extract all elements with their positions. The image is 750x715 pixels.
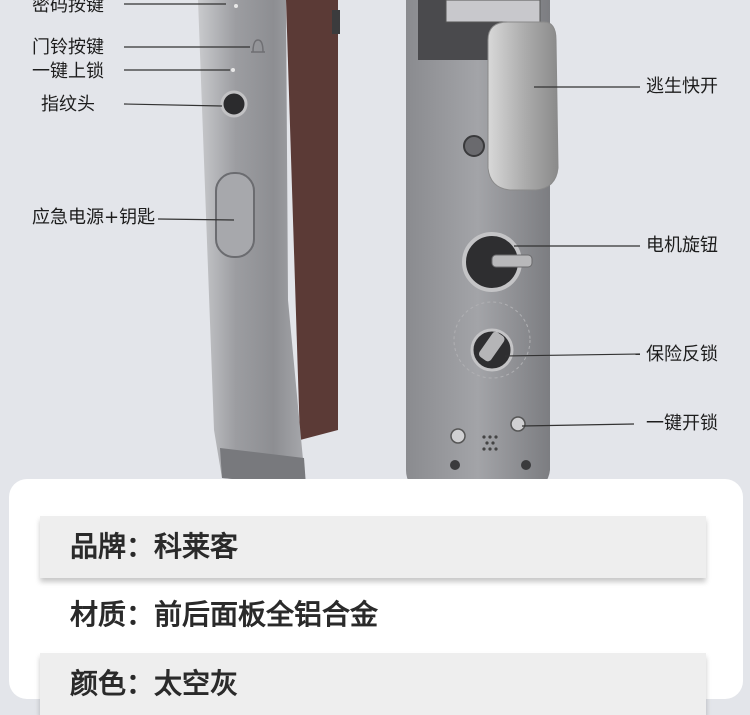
callout-motor-knob: 电机旋钮: [646, 235, 718, 256]
escape-handle: [487, 21, 559, 191]
password-keys-indicator: [234, 4, 238, 8]
callout-safety-deadlock: 保险反锁: [646, 344, 718, 365]
emergency-power-cover: [215, 172, 255, 258]
spec-row-brand: 品牌：科莱客: [40, 516, 706, 578]
front-lock-panel: [198, 0, 340, 486]
spec-row-material: 材质：前后面板全铝合金: [70, 598, 379, 631]
smart-lock-product-illustration: [123, 0, 641, 488]
callout-emergency-power-key: 应急电源+钥匙: [32, 207, 156, 228]
callout-escape-quick-open: 逃生快开: [646, 76, 718, 97]
callout-one-key-lock: 一键上锁: [32, 61, 104, 82]
callout-lines: [123, 3, 641, 427]
callout-doorbell-key: 门铃按键: [32, 37, 104, 58]
back-lock-panel: [406, 0, 559, 488]
unlock-button-icon: [510, 416, 526, 432]
speaker-grille: [482, 435, 498, 451]
lock-button-icon: [450, 428, 466, 444]
spec-row-color: 颜色：太空灰: [40, 653, 706, 715]
fingerprint-sensor: [220, 90, 248, 118]
one-key-lock-indicator: [231, 68, 235, 72]
callout-password-keys: 密码按键: [32, 0, 104, 16]
callout-fingerprint-head: 指纹头: [41, 94, 95, 115]
callout-one-key-unlock: 一键开锁: [646, 413, 718, 434]
bell-icon: [251, 39, 265, 53]
